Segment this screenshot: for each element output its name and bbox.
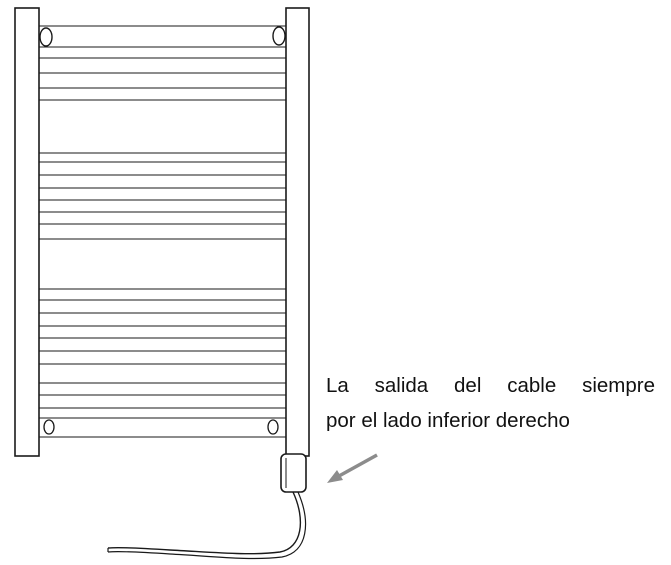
caption-word: salida [374,374,429,397]
caption-word: siempre [582,374,655,397]
pointer-arrow-shaft [338,453,378,478]
right-post [285,7,310,457]
left-post [14,7,40,457]
caption-word: cable [507,374,557,397]
caption-word: del [454,374,482,397]
radiator-tubes [39,25,286,438]
caption-line-1: La salida del cable siempre [326,373,655,399]
pointer-arrow-icon [327,470,343,483]
caption-line-2: por el lado inferior derecho [326,409,570,432]
heating-element-plug [280,453,307,493]
bracket-bottom-left [43,419,55,435]
bracket-top-left [39,27,53,47]
caption-word: La [326,374,349,397]
power-cable-inner [107,491,307,560]
bracket-top-right [272,26,286,46]
power-cable-icon [107,491,302,555]
bracket-bottom-right [267,419,279,435]
